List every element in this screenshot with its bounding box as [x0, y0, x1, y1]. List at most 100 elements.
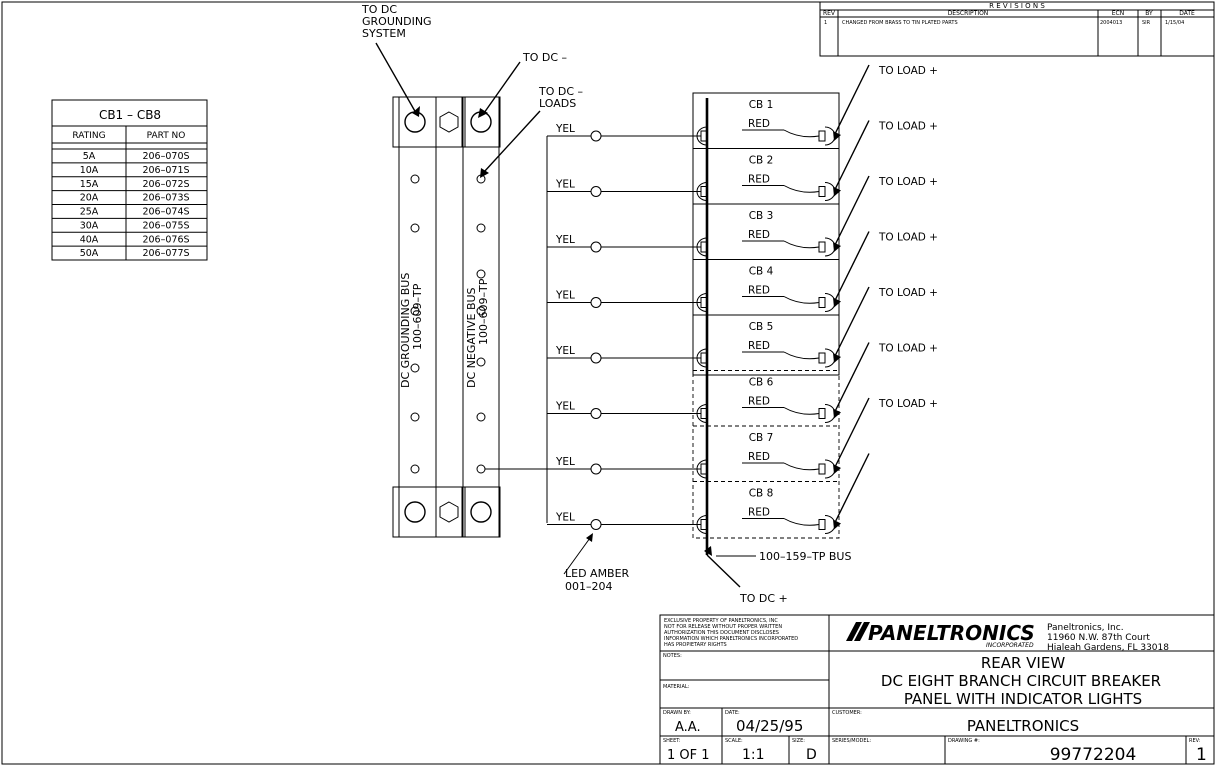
table-header-partno: PART NO: [147, 131, 186, 141]
title-block: EXCLUSIVE PROPERTY OF PANELTRONICS, INC …: [659, 614, 1215, 765]
breaker-name: CB 6: [749, 377, 774, 389]
breaker-red-label: RED: [748, 451, 770, 463]
led-indicator: [590, 186, 602, 197]
breaker-red-label: RED: [748, 507, 770, 519]
label-grounding-2: GROUNDING: [362, 15, 432, 28]
breaker-yel-label: YEL: [555, 234, 575, 246]
breaker-name: CB 4: [749, 266, 774, 278]
property-line-4: INFORMATION WHICH PANELTRONICS INCORPORA…: [664, 636, 798, 642]
drawn-by-label: DRAWN BY:: [663, 710, 691, 716]
title-line-3: PANEL WITH INDICATOR LIGHTS: [904, 690, 1142, 708]
title-line-2: DC EIGHT BRANCH CIRCUIT BREAKER: [881, 672, 1161, 690]
drawn-by-value: A.A.: [675, 720, 701, 735]
dc-plus-lead: [706, 554, 741, 588]
logo-text: PANELTRONICS: [868, 621, 1035, 645]
breaker-yel-label: YEL: [555, 123, 575, 135]
table-cell-partno: 206–076S: [142, 234, 189, 245]
property-line-5: HAS PROPIETARY RIGHTS: [664, 642, 727, 648]
label-grounding-1: TO DC: [361, 3, 397, 16]
breaker-yel-label: YEL: [555, 290, 575, 302]
load-label: TO LOAD +: [878, 121, 938, 133]
led-indicator: [590, 352, 602, 364]
rev-header-ecn: ECN: [1112, 10, 1124, 17]
table-cell-rating: 30A: [80, 220, 99, 231]
rev-header-rev: REV: [823, 10, 836, 17]
breaker-name: CB 7: [749, 432, 774, 444]
breaker-red-label: RED: [748, 396, 770, 408]
grounding-bus-part: 100–609–TP: [411, 283, 424, 350]
rev-row-ecn: 2004013: [1100, 20, 1122, 26]
table-cell-partno: 206–070S: [142, 151, 189, 162]
rev-header-date: DATE: [1179, 10, 1195, 17]
label-dc-minus: TO DC –: [522, 51, 567, 64]
revisions-block: R E V I S I O N S REV DESCRIPTION ECN BY…: [819, 1, 1215, 57]
breaker-red-label: RED: [748, 118, 770, 130]
breaker-yel-label: YEL: [555, 512, 575, 524]
breaker-yel-label: YEL: [555, 401, 575, 413]
load-label: TO LOAD +: [878, 232, 938, 244]
breaker-4: CB 4 RED YEL TO LOAD +: [547, 231, 938, 312]
led-callout: LED AMBER 001–204: [563, 533, 630, 593]
label-led-2: 001–204: [565, 580, 613, 593]
title-line-1: REAR VIEW: [981, 654, 1066, 672]
breaker-name: CB 2: [749, 155, 774, 167]
customer-label: CUSTOMER:: [832, 710, 862, 716]
label-tp-bus: 100–159–TP BUS: [759, 550, 851, 563]
table-cell-partno: 206–074S: [142, 207, 189, 218]
grounding-callout: TO DC GROUNDING SYSTEM: [361, 3, 432, 117]
rev-row-date: 1/15/04: [1165, 20, 1184, 26]
table-cell-partno: 206–072S: [142, 179, 189, 190]
breaker-6: CB 6 RED YEL TO LOAD +: [547, 342, 938, 423]
company-address-1: 11960 N.W. 87th Court: [1047, 633, 1150, 643]
breaker-red-label: RED: [748, 229, 770, 241]
dc-minus-callout: TO DC –: [478, 51, 567, 118]
size-value: D: [806, 747, 817, 763]
table-title: CB1 – CB8: [99, 108, 161, 122]
grounding-bus: DC GROUNDING BUS 100–609–TP: [392, 96, 466, 538]
table-cell-rating: 5A: [83, 151, 96, 162]
breaker-name: CB 8: [749, 488, 774, 500]
load-label: TO LOAD +: [878, 343, 938, 355]
table-cell-partno: 206–077S: [142, 248, 189, 259]
breaker-red-label: RED: [748, 340, 770, 352]
breaker-yel-label: YEL: [555, 345, 575, 357]
drawing-number: 99772204: [1050, 745, 1137, 765]
dc-loads-callout: TO DC – LOADS: [480, 85, 583, 178]
sheet-label: SHEET:: [663, 738, 681, 744]
breaker-2: CB 2 RED YEL TO LOAD +: [547, 120, 938, 201]
date-value: 04/25/95: [736, 717, 803, 735]
label-dc-loads-1: TO DC –: [538, 85, 583, 98]
table-cell-rating: 15A: [80, 179, 99, 190]
logo-sub: INCORPORATED: [986, 642, 1034, 649]
label-dc-plus: TO DC +: [739, 592, 788, 605]
led-indicator: [590, 408, 602, 419]
label-led-1: LED AMBER: [565, 567, 630, 580]
led-indicator: [590, 130, 602, 142]
size-label: SIZE:: [792, 738, 805, 744]
rev-row-by: SIR: [1142, 20, 1151, 26]
table-cell-rating: 20A: [80, 193, 99, 204]
table-cell-partno: 206–075S: [142, 220, 189, 231]
customer-value: PANELTRONICS: [967, 717, 1079, 735]
grounding-bus-label: DC GROUNDING BUS: [399, 273, 412, 388]
breaker-yel-label: YEL: [555, 179, 575, 191]
material-label: MATERIAL:: [663, 684, 690, 690]
led-indicator: [590, 519, 602, 530]
label-grounding-3: SYSTEM: [362, 27, 406, 40]
label-dc-loads-2: LOADS: [539, 97, 576, 110]
rev-header-desc: DESCRIPTION: [948, 10, 989, 17]
date-label: DATE:: [725, 710, 740, 716]
rev-row-rev: 1: [824, 20, 827, 26]
breaker-8: CB 8 RED YEL: [547, 453, 870, 534]
breaker-yel-label: YEL: [555, 456, 575, 468]
table-cell-rating: 40A: [80, 234, 99, 245]
sheet-border: [1, 1, 1215, 765]
led-indicator: [590, 297, 602, 308]
rev-label: REV:: [1189, 738, 1201, 744]
breaker-red-label: RED: [748, 174, 770, 186]
